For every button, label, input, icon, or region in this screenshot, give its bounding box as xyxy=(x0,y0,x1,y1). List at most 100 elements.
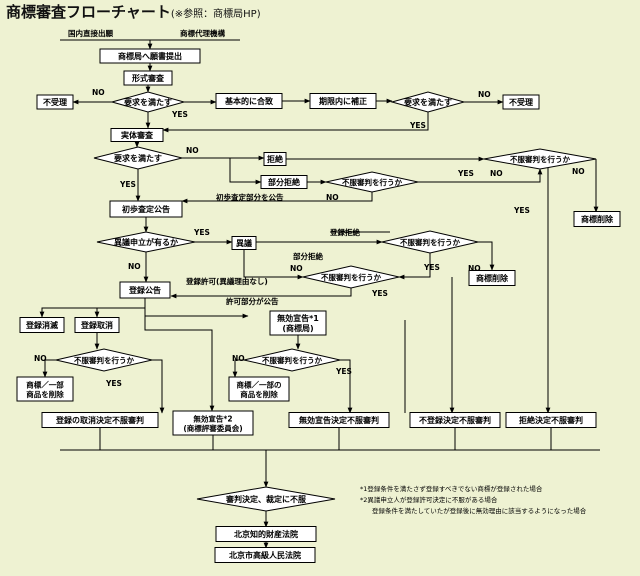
reg-cancel-label: 登録消滅 xyxy=(25,320,58,330)
delete2-box xyxy=(468,270,516,286)
appeal-q1-decision xyxy=(483,148,597,170)
nodes: 商標局へ願書提出形式審査不受理基本的に合致期限内に補正不受理実体審査拒絶部分拒絶… xyxy=(16,28,621,563)
apply-box xyxy=(99,48,201,64)
edge-label-no: NO xyxy=(468,264,481,273)
reject1-box xyxy=(36,94,74,110)
title-source: (※参照：商標局HP) xyxy=(170,9,261,20)
judgment-q-label: 審判決定、裁定に不服 xyxy=(225,494,307,504)
partial-del1-box xyxy=(16,376,74,402)
reject1-label: 不受理 xyxy=(43,97,67,107)
substantive-box xyxy=(110,128,164,142)
revoke-decision-box xyxy=(41,412,159,428)
appeal-q4-decision xyxy=(302,265,400,289)
delete2-label: 商標削除 xyxy=(476,273,509,283)
appeal-q5-decision xyxy=(55,348,153,372)
partial-del2-label: 商標／一部の商品を削除 xyxy=(237,379,282,399)
apply-label: 商標局へ願書提出 xyxy=(118,51,182,61)
connector-line xyxy=(478,241,495,271)
partial-refuse-edge-label: 部分拒絶 xyxy=(293,251,323,261)
partial-del2-box xyxy=(228,376,290,402)
appeal-q2-decision xyxy=(325,171,419,193)
revoke-decision-label: 登録の取消決定不服審判 xyxy=(55,415,144,425)
appeal-q3-label: 不服審判を行うか xyxy=(400,237,460,247)
appeal-q1-label: 不服審判を行うか xyxy=(510,154,570,164)
domestic-label: 国内直接出願 xyxy=(68,28,113,38)
page-title: 商標審査フローチャート(※参照：商標局HP) xyxy=(6,1,261,22)
title-main: 商標審査フローチャート xyxy=(6,3,171,21)
basic-ok-label: 基本的に合致 xyxy=(224,96,274,106)
refuse-label: 拒絶 xyxy=(267,154,283,164)
edge-label-yes: YES xyxy=(171,110,188,119)
reg-cancel-box xyxy=(19,317,65,333)
reject2-label: 不受理 xyxy=(509,97,533,107)
edge-label-no: NO xyxy=(572,167,585,176)
opposition-box xyxy=(231,236,257,250)
invalid-office-box xyxy=(269,310,327,336)
invalid-decision-box xyxy=(288,412,390,428)
reg-revoke-box xyxy=(74,317,120,333)
formal-box xyxy=(123,70,173,86)
prelim-pub-label: 初歩査定公告 xyxy=(122,204,170,214)
edge-label-no: NO xyxy=(290,264,303,273)
reg-permit-label: 登録許可(異議理由なし) xyxy=(185,276,268,286)
partial-refuse-box xyxy=(260,175,308,189)
edge-label-yes: YES xyxy=(423,263,440,272)
invalid-decision-label: 無効宣告決定不服審判 xyxy=(299,415,379,425)
req1-label: 要求を満たす xyxy=(124,97,172,107)
agent-label: 商標代理機構 xyxy=(180,28,225,38)
high-court-box xyxy=(214,547,316,563)
connector-line xyxy=(42,359,56,378)
appeal-q6-label: 不服審判を行うか xyxy=(262,355,322,365)
edge-label-yes: YES xyxy=(513,206,530,215)
nonreg-decision-label: 不登録決定不服審判 xyxy=(419,415,491,425)
opposition-q-label: 異議申立が有るか xyxy=(114,237,178,247)
substantive-label: 実体審査 xyxy=(121,130,154,140)
delete1-box xyxy=(573,211,621,227)
edge-label-yes: YES xyxy=(119,180,136,189)
partial-refuse-label: 部分拒絶 xyxy=(268,177,300,187)
prelim-pub-box xyxy=(109,200,183,218)
edge-label-no: NO xyxy=(478,90,491,99)
opposition-q-decision xyxy=(96,231,196,253)
partial-del1-label: 商標／一部商品を削除 xyxy=(26,379,64,399)
amend-box xyxy=(309,93,377,109)
nonreg-decision-box xyxy=(409,412,501,428)
edge-label-yes: YES xyxy=(105,379,122,388)
ip-court-label: 北京知的財産法院 xyxy=(234,529,298,539)
req3-label: 要求を満たす xyxy=(114,153,162,163)
invalid-office-label: 無効宣告*1(商標局) xyxy=(277,313,319,333)
appeal-q6-decision xyxy=(243,348,341,372)
connector-line xyxy=(181,192,373,204)
refuse-decision-box xyxy=(505,412,597,428)
connectors xyxy=(39,39,600,549)
refuse-box xyxy=(263,152,287,166)
edge-label-no: NO xyxy=(186,146,199,155)
reg-pub-box xyxy=(119,281,171,299)
footnote: *2異議申立人が登録許可決定に不服がある場合 xyxy=(360,495,498,504)
connector-line xyxy=(152,359,165,414)
reg-revoke-label: 登録取消 xyxy=(80,320,113,330)
connector-line xyxy=(162,112,429,133)
connector-line xyxy=(243,249,304,280)
edge-label-yes: YES xyxy=(371,289,388,298)
reg-pub-label: 登録公告 xyxy=(128,285,161,295)
connector-line xyxy=(232,359,244,378)
connector-line xyxy=(39,298,146,318)
judgment-q-decision xyxy=(196,486,336,512)
appeal-q4-label: 不服審判を行うか xyxy=(321,272,381,282)
refuse-decision-label: 拒絶決定不服審判 xyxy=(519,415,583,425)
invalid-board-label: 無効宣告*2(商標評審委員会) xyxy=(183,413,242,433)
footnote: 登録条件を満たしていたが登録後に無効理由に該当するようになった場合 xyxy=(372,506,587,515)
appeal-q2-label: 不服審判を行うか xyxy=(342,177,402,187)
edge-label-no: NO xyxy=(326,193,339,202)
edge-label-yes: YES xyxy=(409,121,426,130)
footnote: *1登録条件を満たさず登録すべきでない商標が登録された場合 xyxy=(360,484,543,493)
req3-decision xyxy=(93,146,183,170)
invalid-board-box xyxy=(172,410,254,436)
basic-ok-box xyxy=(215,93,283,109)
connector-line xyxy=(170,288,352,299)
edge-label-no: NO xyxy=(34,354,47,363)
